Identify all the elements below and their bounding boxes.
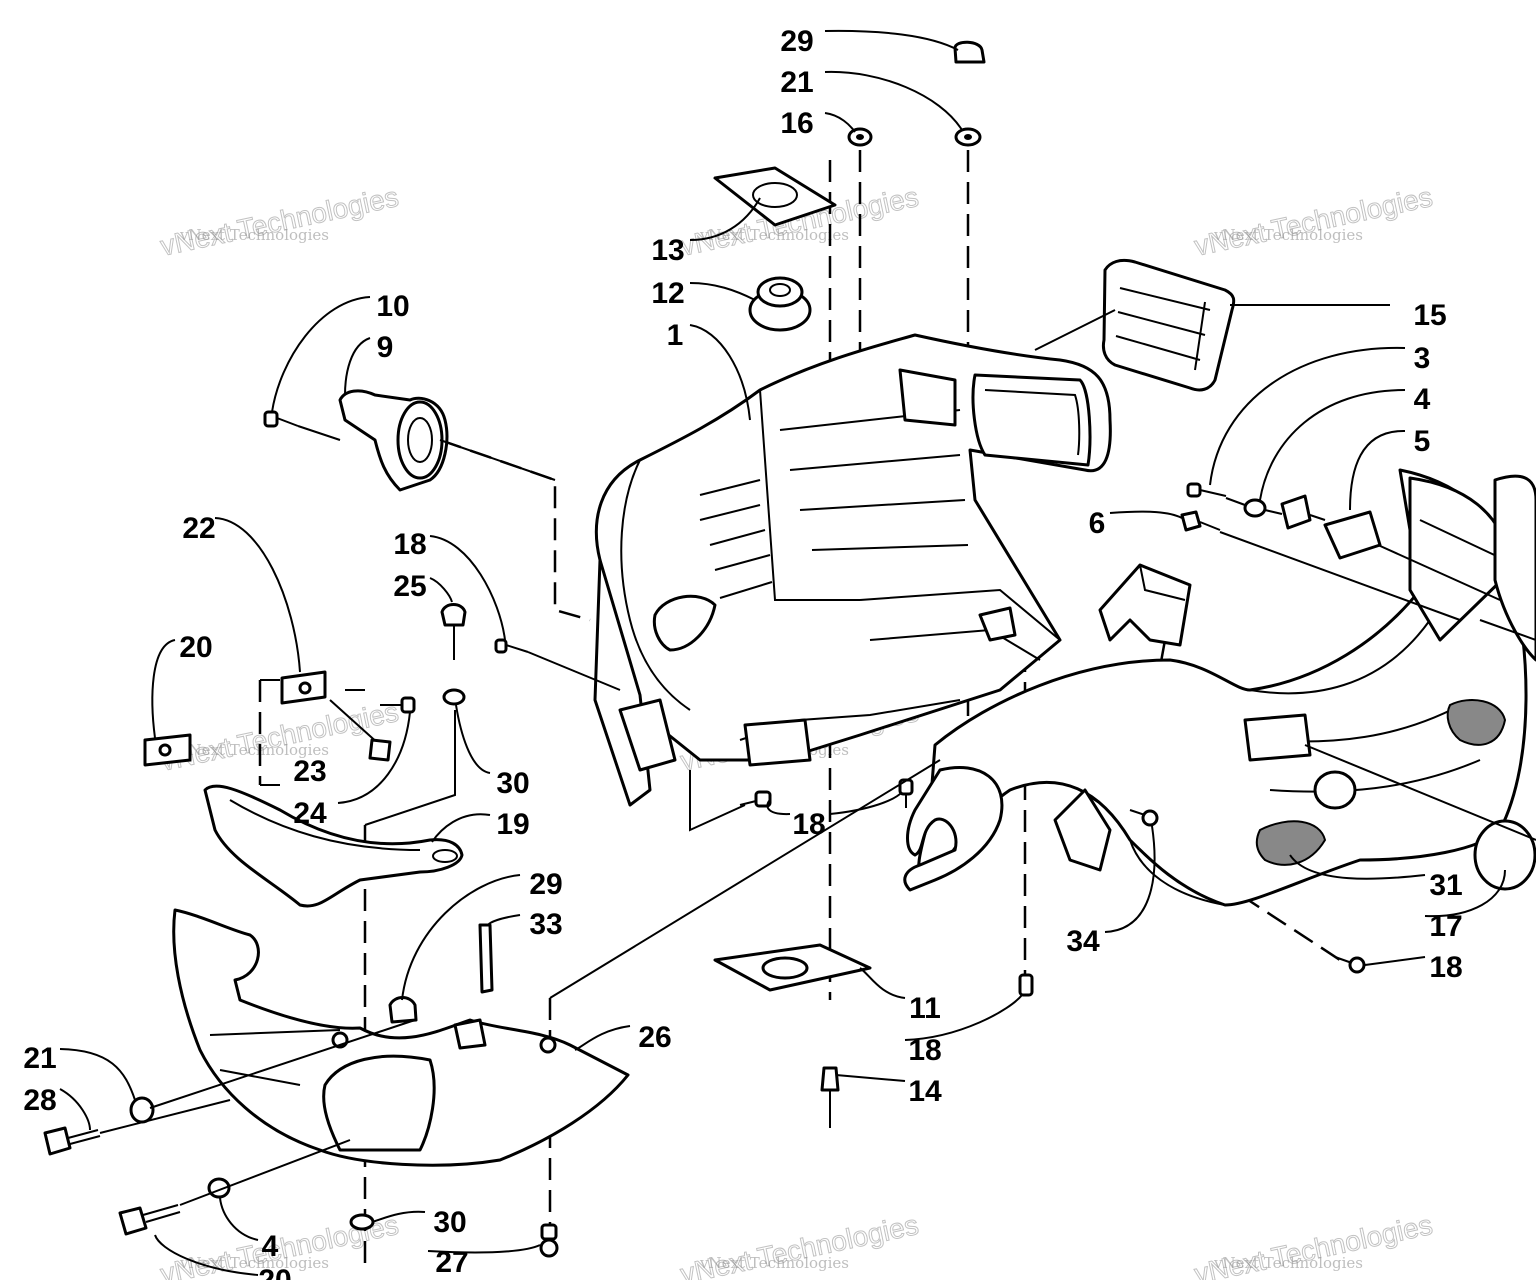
watermark-small-text: vNext Technologies [1213, 226, 1363, 244]
callout-5: 5 [1414, 425, 1431, 458]
callout-19: 19 [496, 808, 529, 841]
lamp-housing [338, 389, 449, 492]
callout-30: 30 [433, 1206, 466, 1239]
vent-grille [1101, 258, 1236, 392]
leader-lines [59, 29, 1536, 1276]
clamps [143, 670, 327, 767]
callout-18: 18 [393, 528, 426, 561]
watermark-small-text: vNext Technologies [699, 226, 849, 244]
watermark-small-text: vNext Technologies [699, 1254, 849, 1272]
callout-34: 34 [1066, 925, 1100, 958]
watermark-small-text: vNext Technologies [1213, 1254, 1363, 1272]
callout-18: 18 [792, 808, 825, 841]
grommet-plate [713, 166, 837, 332]
callout-18: 18 [908, 1034, 941, 1067]
callout-22: 22 [182, 512, 215, 545]
callout-23: 23 [293, 755, 326, 788]
callout-11: 11 [909, 992, 941, 1025]
callout-10: 10 [376, 290, 409, 323]
bumper-bar [203, 784, 464, 908]
callout-4: 4 [1414, 383, 1431, 416]
mounting-bracket [1098, 563, 1192, 647]
callout-24: 24 [293, 797, 327, 830]
callout-3: 3 [1414, 342, 1431, 375]
lower-plate [713, 943, 872, 992]
callout-29: 29 [780, 25, 813, 58]
watermark-large-text: vNext Technologies [158, 696, 401, 777]
callout-30: 30 [496, 767, 529, 800]
watermark-small-text: vNext Technologies [179, 1254, 329, 1272]
callout-6: 6 [1089, 507, 1106, 540]
callout-16: 16 [780, 107, 813, 140]
callout-13: 13 [651, 234, 684, 267]
callout-21: 21 [23, 1042, 56, 1075]
hood-shell [593, 333, 1112, 807]
callout-1: 1 [667, 319, 684, 352]
callout-31: 31 [1429, 869, 1462, 902]
watermark-large-text: vNext Technologies [1192, 181, 1435, 262]
callout-28: 28 [23, 1084, 56, 1117]
callout-27: 27 [435, 1246, 468, 1279]
watermark-small-text: vNext Technologies [179, 741, 329, 759]
splash-guard [903, 765, 1004, 892]
callout-29: 29 [529, 868, 562, 901]
hardware [43, 40, 1382, 1258]
watermark-small-text: vNext Technologies [179, 226, 329, 244]
callout-25: 25 [393, 570, 426, 603]
callout-12: 12 [651, 277, 684, 310]
callout-26: 26 [638, 1021, 671, 1054]
front-skid [172, 908, 630, 1167]
callout-9: 9 [377, 331, 394, 364]
callout-21: 21 [780, 66, 813, 99]
callout-4: 4 [262, 1230, 279, 1263]
callout-20: 20 [258, 1264, 291, 1280]
callout-33: 33 [529, 908, 562, 941]
callout-17: 17 [1429, 910, 1462, 943]
callout-15: 15 [1413, 299, 1446, 332]
callout-20: 20 [179, 631, 212, 664]
body-side-panel [917, 468, 1528, 907]
callout-14: 14 [908, 1075, 942, 1108]
watermark-large-text: vNext Technologies [158, 181, 401, 262]
callout-18: 18 [1429, 951, 1462, 984]
